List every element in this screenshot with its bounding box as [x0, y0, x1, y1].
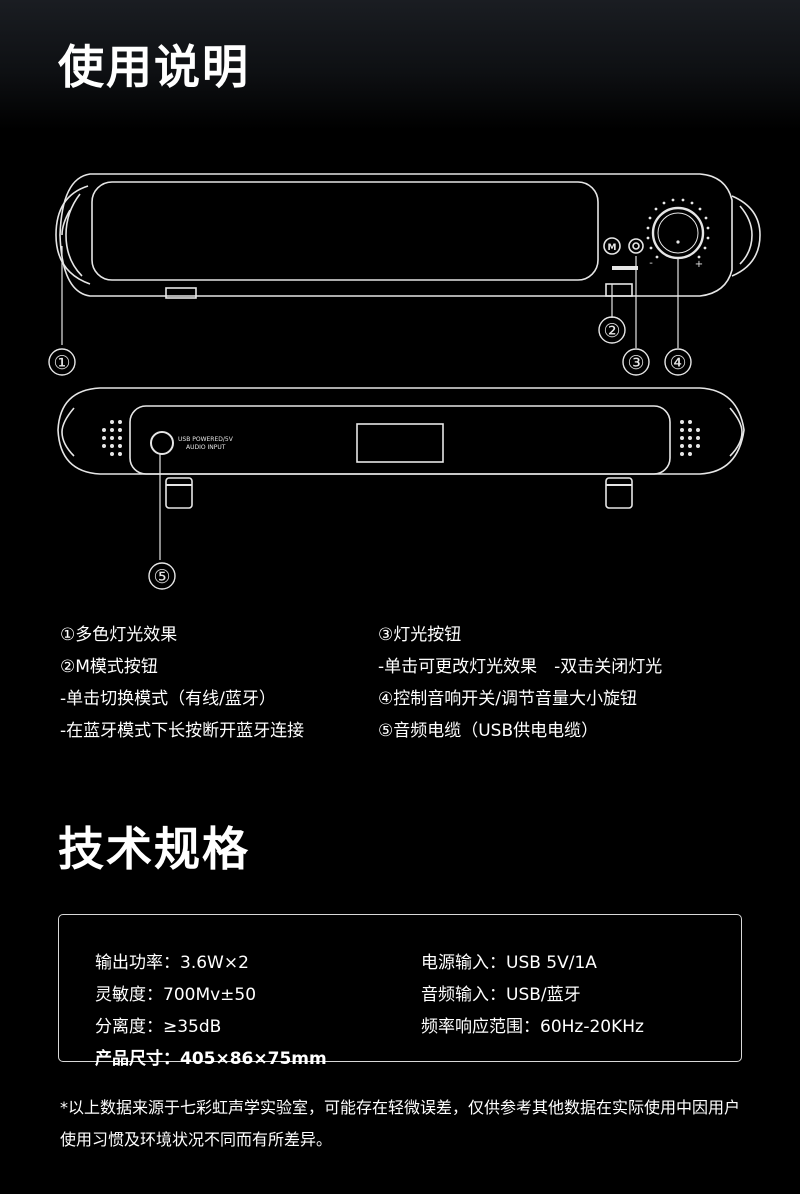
instruction-item: -单击切换模式（有线/蓝牙） [60, 689, 276, 709]
m-button-label: M [608, 243, 617, 253]
callout-3: ③ [627, 352, 644, 374]
usage-title: 使用说明 [58, 40, 250, 94]
instruction-item: ⑤音频电缆（USB供电电缆） [378, 721, 599, 741]
speaker-front-view [48, 173, 761, 376]
instructions-left: ①多色灯光效果 ②M模式按钮 -单击切换模式（有线/蓝牙） -在蓝牙模式下长按断… [60, 627, 304, 755]
spec-table: 输出功率：3.6W×2 灵敏度：700Mv±50 分离度：≥35dB 产品尺寸：… [58, 914, 742, 1069]
volume-minus-label: - [649, 258, 653, 269]
header-band [0, 0, 800, 130]
callout-1: ① [53, 352, 70, 374]
spec-item-dimensions: 产品尺寸：405×86×75mm [95, 1049, 327, 1069]
callout-4: ④ [669, 352, 686, 374]
instruction-item: -单击可更改灯光效果 -双击关闭灯光 [378, 657, 663, 677]
spec-item: 分离度：≥35dB [95, 1017, 222, 1037]
instructions-right: ③灯光按钮 -单击可更改灯光效果 -双击关闭灯光 ④控制音响开关/调节音量大小旋… [378, 627, 662, 755]
port-label-line2: AUDIO INPUT [186, 444, 226, 451]
callout-5: ⑤ [153, 566, 170, 588]
callout-2: ② [603, 320, 620, 342]
speaker-line-art: ① ② ③ ④ ⑤ M - + USB POWERED/5V AUDIO INP… [48, 173, 761, 590]
spec-column-right: 电源输入：USB 5V/1A 音频输入：USB/蓝牙 频率响应范围：60Hz-2… [421, 948, 644, 1044]
instruction-item: ③灯光按钮 [378, 625, 462, 645]
instruction-item: ①多色灯光效果 [60, 625, 178, 645]
spec-item: 灵敏度：700Mv±50 [95, 985, 257, 1005]
spec-item: 电源输入：USB 5V/1A [421, 953, 597, 973]
instruction-item: ④控制音响开关/调节音量大小旋钮 [378, 689, 637, 709]
volume-plus-label: + [695, 259, 703, 270]
product-diagram: ① ② ③ ④ ⑤ M - + USB POWERED/5V AUDIO INP… [0, 160, 800, 600]
speaker-rear-view [57, 387, 745, 590]
spec-item: 音频输入：USB/蓝牙 [421, 985, 581, 1005]
instruction-item: ②M模式按钮 [60, 657, 158, 677]
spec-title: 技术规格 [58, 822, 250, 876]
spec-column-left: 输出功率：3.6W×2 灵敏度：700Mv±50 分离度：≥35dB 产品尺寸：… [95, 948, 327, 1076]
footnote: *以上数据来源于七彩虹声学实验室，可能存在轻微误差，仅供参考其他数据在实际使用中… [60, 1098, 741, 1149]
instruction-item: -在蓝牙模式下长按断开蓝牙连接 [60, 721, 305, 741]
spec-item: 输出功率：3.6W×2 [95, 953, 249, 973]
port-label-line1: USB POWERED/5V [178, 436, 234, 443]
spec-item: 频率响应范围：60Hz-20KHz [421, 1017, 644, 1037]
